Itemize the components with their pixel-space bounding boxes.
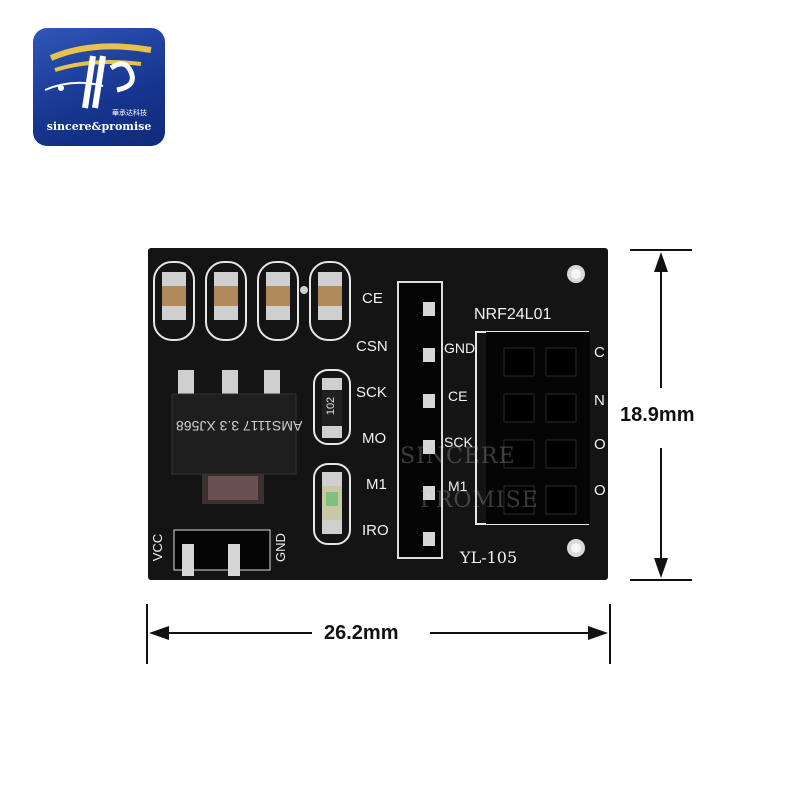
mounting-hole-icon	[567, 539, 585, 557]
smd-capacitors	[153, 261, 351, 341]
center-label-sck: SCK	[444, 434, 473, 450]
brand-logo: 華承达科技 sincere&promise	[33, 28, 165, 146]
nrf24l01-socket	[475, 331, 590, 525]
pin-header-left	[397, 281, 443, 559]
center-label-ce: CE	[448, 388, 468, 404]
edge-letter-c: C	[594, 344, 605, 361]
watermark-sincere: SINCERE	[400, 444, 516, 469]
edge-letter-o1: O	[594, 436, 606, 453]
pin-label-sck: SCK	[356, 384, 387, 401]
logo-brand-text: sincere&promise	[46, 120, 152, 133]
height-dimension: 18.9mm	[614, 404, 701, 427]
center-label-gnd: GND	[444, 340, 476, 356]
module-label: NRF24L01	[474, 306, 552, 323]
logo-chinese-text: 華承达科技	[112, 110, 147, 117]
logo-mark-icon	[44, 43, 152, 109]
center-label-m1: M1	[448, 478, 468, 494]
smd-led	[313, 463, 351, 545]
pin-label-ce: CE	[362, 290, 383, 307]
pin-label-iro: IRO	[362, 522, 389, 539]
board-model: YL-105	[460, 548, 518, 567]
pin-label-csn: CSN	[356, 338, 388, 355]
smd-resistor	[313, 369, 351, 445]
edge-letter-o2: O	[594, 482, 606, 499]
width-dimension: 26.2mm	[318, 622, 405, 645]
mounting-hole-icon	[567, 265, 585, 283]
pin-label-m1: M1	[366, 476, 387, 493]
watermark-promise: PROMISE	[420, 488, 539, 513]
nrf24l01-adapter-board: AMS1117 3.3 XJ568 102 CE CSN SCK MO M1 I…	[148, 248, 608, 580]
pin-label-mo: MO	[362, 430, 387, 447]
power-header	[173, 529, 271, 576]
voltage-regulator	[171, 370, 297, 504]
edge-letter-n: N	[594, 392, 605, 409]
